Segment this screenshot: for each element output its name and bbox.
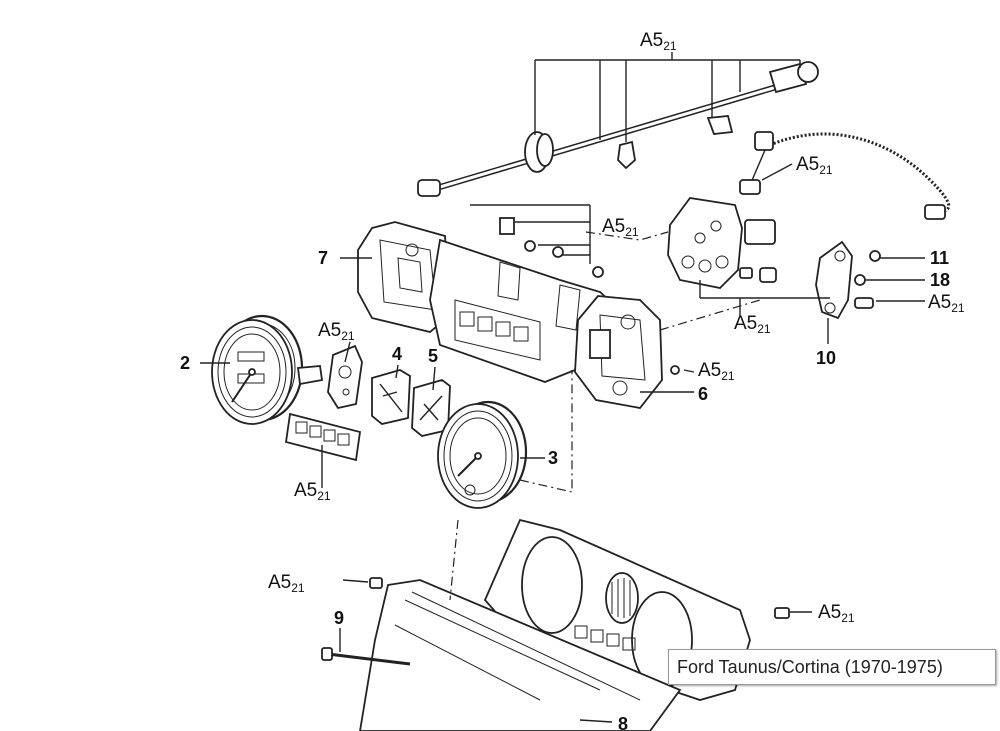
leader-lines [200,52,925,723]
mounting-plate [327,344,363,410]
ref-label-circuit: A521 [734,313,771,336]
ref-label-plate: A521 [318,320,355,343]
reference-labels: A521 A521 A521 A521 A521 A521 A521 A521 … [268,30,965,625]
callout-7: 7 [318,248,328,268]
fuel-gauge [371,369,411,425]
callout-5: 5 [428,346,438,366]
callout-4: 4 [392,344,402,364]
ref-label-right-housing: A521 [698,360,735,383]
printed-circuit-board [667,197,777,289]
voltage-stabiliser [815,240,881,320]
image-caption-tooltip: Ford Taunus/Cortina (1970-1975) [668,649,996,685]
fasteners [369,217,790,619]
callout-2: 2 [180,353,190,373]
ref-label-warning-panel: A521 [294,480,331,503]
screw-9 [321,647,411,666]
ref-label-lens: A521 [268,572,305,595]
callout-3: 3 [548,448,558,468]
speedometer-cable [417,61,819,197]
callout-9: 9 [334,608,344,628]
callout-8: 8 [618,714,628,731]
ref-label-fasteners: A521 [602,216,639,239]
warning-light-panel [284,412,362,462]
wiring-harness [739,131,951,220]
speedometer-gauge [211,314,324,425]
tachometer-gauge [437,400,528,509]
callout-11: 11 [930,248,949,268]
instrument-housing-right [574,295,663,409]
callout-18: 18 [930,270,950,290]
ref-label-top: A521 [640,30,677,53]
ref-label-stabiliser: A521 [928,292,965,315]
instrument-lens [359,579,682,731]
ref-label-bezel: A521 [818,602,855,625]
callout-10: 10 [816,348,836,368]
ref-label-harness: A521 [796,154,833,177]
part-numbers: 2 3 4 5 6 7 8 9 10 11 18 [180,248,950,731]
callout-6: 6 [698,384,708,404]
